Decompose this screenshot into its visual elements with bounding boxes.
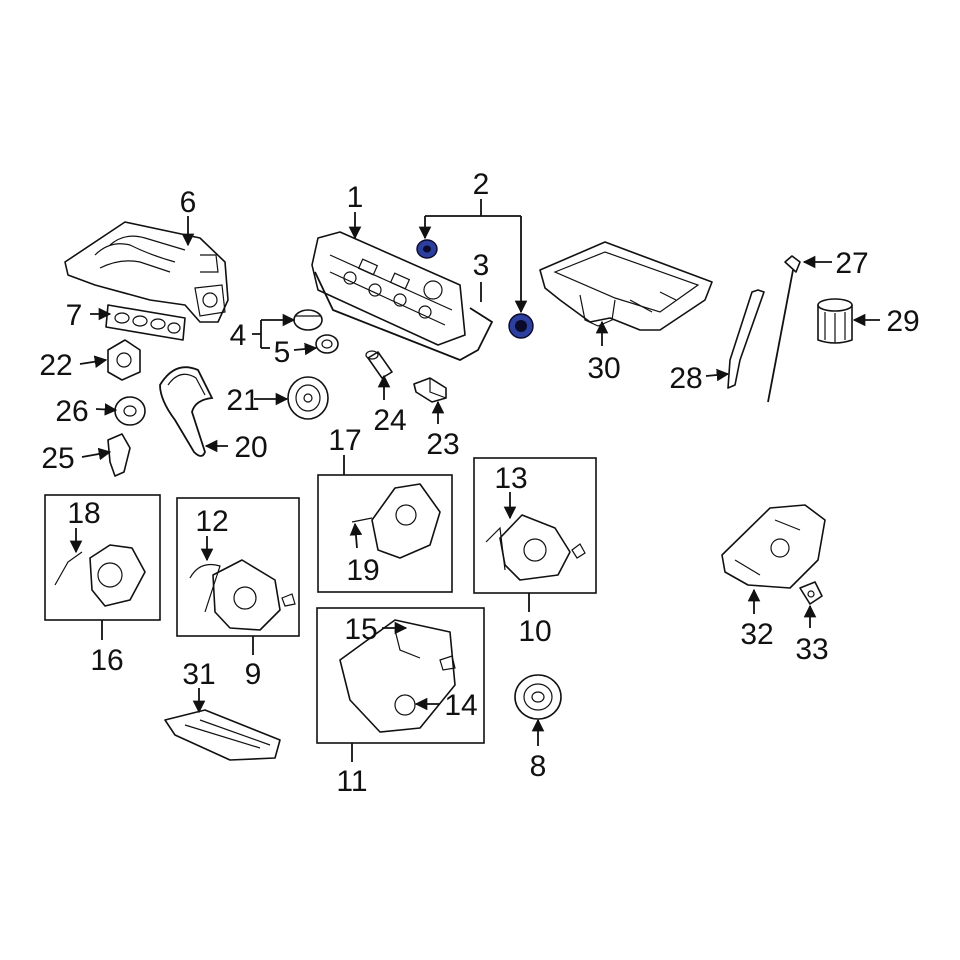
- front-cover-part: [485, 514, 586, 581]
- callout-6: 6: [180, 186, 197, 219]
- callout-8: 8: [530, 750, 547, 783]
- callout-14: 14: [444, 689, 477, 722]
- tensioner-part: [107, 339, 141, 381]
- seal-lower-part: [508, 313, 534, 339]
- upper-cover-part: [351, 483, 441, 559]
- bolt-part: [413, 377, 447, 403]
- callout-3: 3: [473, 249, 490, 282]
- callout-18: 18: [67, 497, 100, 530]
- callout-24: 24: [373, 404, 406, 437]
- oil-cap-part: [293, 309, 323, 331]
- splash-shield-part: [164, 709, 281, 761]
- dipstick-tube-part: [727, 289, 765, 389]
- callout-5: 5: [274, 336, 291, 369]
- callout-28: 28: [669, 362, 702, 395]
- callout-21: 21: [226, 384, 259, 417]
- callout-26: 26: [55, 395, 88, 428]
- oil-pan-part: [539, 241, 713, 331]
- callout-9: 9: [245, 658, 262, 691]
- callout-12: 12: [195, 505, 228, 538]
- middle-cover-part: [189, 559, 296, 631]
- timing-belt-part: [159, 366, 214, 457]
- callout-4: 4: [230, 319, 247, 352]
- callout-19: 19: [346, 554, 379, 587]
- callout-31: 31: [182, 658, 215, 691]
- box-9: [176, 497, 300, 637]
- box-17: [317, 474, 453, 593]
- idler-pulley-part: [114, 396, 146, 426]
- callout-15: 15: [344, 613, 377, 646]
- callout-2: 2: [473, 168, 490, 201]
- callout-33: 33: [795, 633, 828, 666]
- callout-16: 16: [90, 644, 123, 677]
- cap-seal-part: [315, 334, 339, 354]
- valve-cover-gasket-part: [314, 271, 494, 361]
- box-10: [473, 457, 597, 594]
- oil-pump-part: [721, 504, 826, 589]
- callout-17: 17: [328, 424, 361, 457]
- callout-22: 22: [39, 349, 72, 382]
- rear-cover-part: [54, 544, 146, 607]
- callout-20: 20: [234, 431, 267, 464]
- callout-23: 23: [426, 428, 459, 461]
- callout-27: 27: [835, 247, 868, 280]
- callout-29: 29: [886, 305, 919, 338]
- valve-cover-part: [311, 231, 466, 346]
- callout-10: 10: [518, 615, 551, 648]
- callout-labels: 1 2 3 4 5 6 7 8 9 10 11 12 13 14 15 16 1…: [39, 168, 919, 798]
- callout-25: 25: [41, 442, 74, 475]
- sleeve-part: [365, 350, 393, 379]
- box-11: [316, 607, 485, 744]
- cam-pulley-part: [287, 376, 329, 420]
- callout-30: 30: [587, 352, 620, 385]
- manifold-gasket-part: [105, 304, 186, 341]
- seal-upper-part: [416, 239, 438, 259]
- callout-11: 11: [336, 765, 367, 798]
- bracket-part: [107, 433, 131, 477]
- callout-1: 1: [347, 181, 364, 214]
- dipstick-part: [767, 255, 801, 403]
- intake-manifold-part: [64, 221, 229, 323]
- oil-filter-part: [817, 298, 853, 344]
- callout-32: 32: [740, 618, 773, 651]
- leader-lines: [69, 199, 880, 762]
- oil-pressure-sender-part: [799, 581, 823, 605]
- callout-7: 7: [66, 299, 83, 332]
- callout-13: 13: [494, 462, 527, 495]
- crankshaft-pulley-part: [514, 674, 562, 720]
